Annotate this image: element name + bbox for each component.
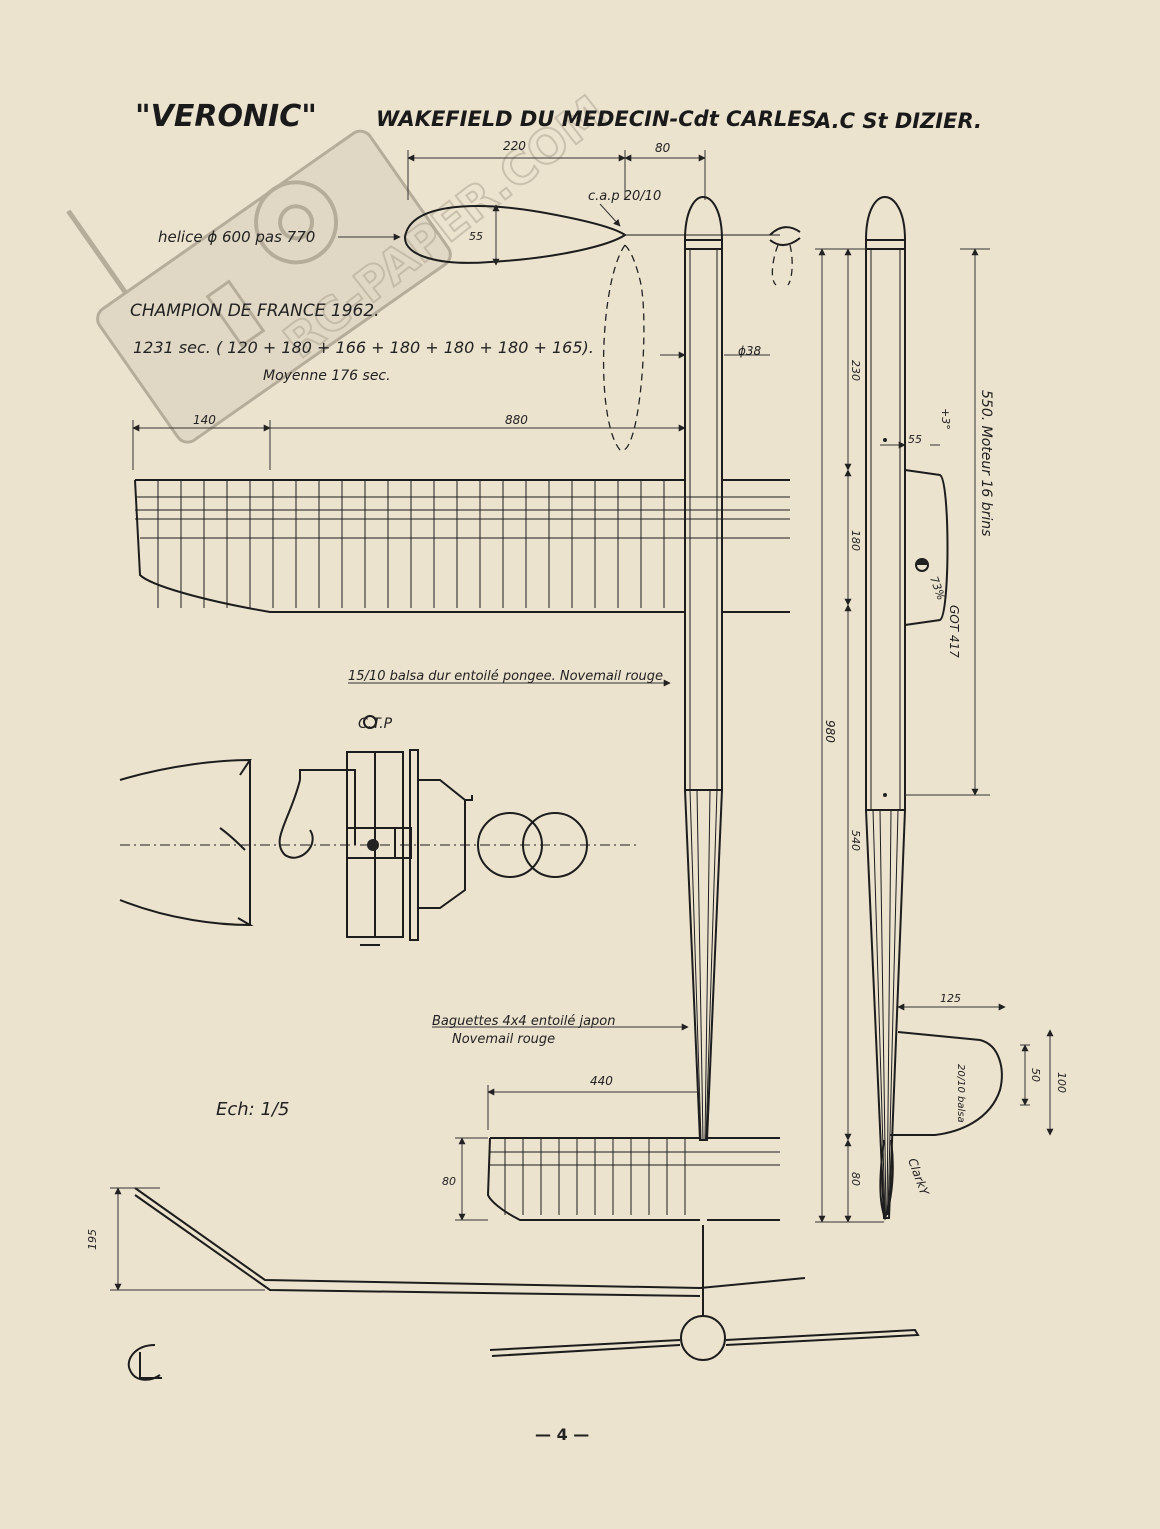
dim-180: 180 bbox=[849, 530, 862, 551]
dim-230: 230 bbox=[849, 360, 862, 381]
dim-50: 50 bbox=[1029, 1068, 1042, 1082]
dim-80-top: 80 bbox=[655, 141, 671, 155]
fuselage-covering-note-2: Novemail rouge bbox=[452, 1032, 555, 1047]
dim-220: 220 bbox=[503, 139, 526, 153]
fin-dimensions: 125 50 100 bbox=[897, 992, 1068, 1136]
designer-logo bbox=[127, 1344, 162, 1381]
dim-55: 55 bbox=[908, 433, 922, 446]
wing-covering-note: 15/10 balsa dur entoilé pongee. Novemail… bbox=[348, 669, 663, 684]
propeller-note: helice ϕ 600 pas 770 bbox=[158, 228, 315, 246]
watermark-logo: RC-PAPER.COM bbox=[66, 84, 617, 444]
front-view: 195 bbox=[86, 1187, 920, 1361]
average-line: Moyenne 176 sec. bbox=[263, 368, 391, 384]
fin-material-label: 20/10 balsa bbox=[955, 1064, 966, 1123]
wing-profile-label: GOT 417 bbox=[947, 605, 961, 658]
dim-195: 195 bbox=[86, 1229, 99, 1250]
propeller-blade: c.a.p 20/10 bbox=[403, 189, 801, 451]
ctp-label: C.T.P bbox=[358, 716, 393, 732]
club-name: A.C St DIZIER. bbox=[813, 109, 982, 133]
pct-label: 73% bbox=[927, 575, 948, 602]
top-dimensions: 220 80 55 bbox=[407, 139, 706, 266]
incidence-label: +3° bbox=[939, 408, 952, 430]
dim-80-tail: 80 bbox=[849, 1172, 862, 1186]
dim-38: ϕ38 bbox=[738, 344, 762, 358]
stabiliser-top-view: 440 80 bbox=[442, 1074, 780, 1221]
score-line: 1231 sec. ( 120 + 180 + 166 + 180 + 180 … bbox=[133, 338, 594, 357]
motor-label: 550. Moteur 16 brins bbox=[978, 390, 994, 536]
dim-140: 140 bbox=[193, 413, 216, 427]
fuselage-covering-note-1: Baguettes 4x4 entoilé japon bbox=[432, 1014, 616, 1029]
fuselage-side-view: 73% GOT 417 20/10 balsa ClarkY bbox=[864, 195, 1003, 1221]
motor-dimension: 550. Moteur 16 brins bbox=[905, 248, 994, 796]
stab-profile-label: ClarkY bbox=[905, 1156, 932, 1198]
model-name: "VERONIC" bbox=[135, 99, 317, 134]
dim-980: 980 bbox=[823, 720, 837, 743]
dim-880: 880 bbox=[505, 413, 528, 427]
nose-block-detail: C.T.P bbox=[119, 715, 640, 946]
wing-top-view: 140 880 bbox=[132, 413, 790, 613]
page-number: — 4 — bbox=[535, 1425, 589, 1444]
fuselage-top-view: ϕ38 bbox=[660, 195, 770, 1141]
dim-540: 540 bbox=[849, 830, 862, 851]
dim-440: 440 bbox=[590, 1074, 613, 1088]
dim-100: 100 bbox=[1055, 1072, 1068, 1093]
dim-55-prop: 55 bbox=[469, 230, 483, 243]
plan-subtitle: WAKEFIELD DU MEDECIN-Cdt CARLES. bbox=[376, 107, 825, 131]
scale-label: Ech: 1/5 bbox=[216, 1099, 289, 1120]
dim-125: 125 bbox=[940, 992, 961, 1005]
dim-80-stab: 80 bbox=[442, 1175, 456, 1188]
side-view-dimensions: 230 180 540 80 980 55 +3° bbox=[815, 248, 952, 1223]
champion-title: CHAMPION DE FRANCE 1962. bbox=[130, 301, 380, 321]
